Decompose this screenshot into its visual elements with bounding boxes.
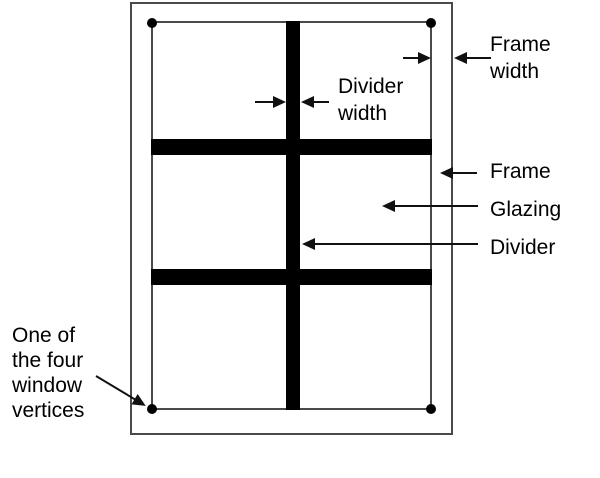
frame-label: Frame [490,160,551,183]
arrow-line [465,57,491,59]
vertex-note-label: One of the four window vertices [12,324,85,422]
arrow-line [312,101,329,103]
divider-label: Divider [490,236,556,259]
arrow-line [451,172,477,174]
glazing-callout-arrow-icon [382,200,478,212]
arrow-head [440,167,453,179]
arrow-head [382,200,395,212]
divider-width-arrow-right-icon [255,96,286,108]
frame-width-label: Frame width [490,33,551,83]
frame-outline [130,2,453,435]
divider-callout-arrow-icon [302,238,478,250]
horizontal-divider-bar [151,139,432,155]
arrow-head [418,52,431,64]
frame-callout-arrow-icon [440,167,477,179]
arrow-line [313,243,478,245]
window-vertex-dot [147,18,157,28]
horizontal-divider-bar [151,269,432,285]
window-vertex-dot [426,18,436,28]
arrow-head [302,238,315,250]
arrow-head [273,96,286,108]
arrow-head [454,52,467,64]
window-vertex-dot [147,404,157,414]
glazing-label: Glazing [490,198,562,221]
vertical-divider-bar [286,21,300,410]
window-vertex-dot [426,404,436,414]
divider-width-label: Divider width [338,75,404,125]
arrow-head [301,96,314,108]
arrow-line [393,205,478,207]
frame-width-arrow-right-icon [403,52,431,64]
arrow-line [255,101,275,103]
frame-width-arrow-left-icon [454,52,491,64]
arrow-line [403,57,420,59]
divider-width-arrow-left-icon [301,96,329,108]
